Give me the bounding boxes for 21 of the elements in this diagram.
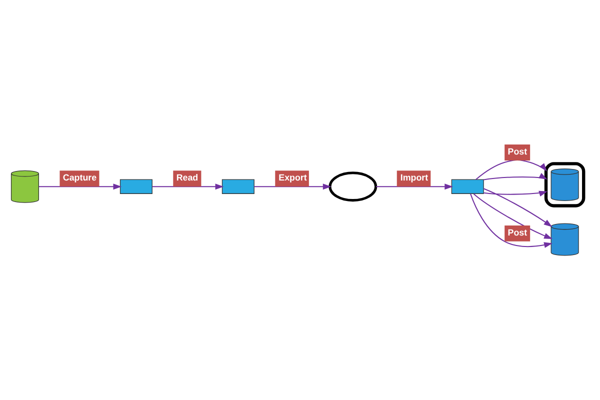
edge-label: Export xyxy=(278,172,307,183)
arrow xyxy=(483,188,552,227)
arrow xyxy=(376,184,454,190)
arrow xyxy=(484,190,548,197)
arrow xyxy=(473,193,552,239)
edge-label: Read xyxy=(176,172,198,183)
arrow xyxy=(476,159,547,180)
arrow xyxy=(152,184,224,190)
arrow xyxy=(470,194,553,248)
arrow xyxy=(254,184,332,190)
cluster xyxy=(544,162,586,208)
node-box xyxy=(451,179,484,194)
node-box xyxy=(120,179,152,194)
node-box xyxy=(222,179,254,194)
edge-label: Post xyxy=(508,228,528,238)
arrow xyxy=(38,184,122,190)
arrow xyxy=(484,172,548,180)
edge-label: Import xyxy=(400,172,428,183)
edge-label: Post xyxy=(508,146,528,157)
node-cloud xyxy=(328,172,378,202)
edge-label: Capture xyxy=(62,172,97,183)
